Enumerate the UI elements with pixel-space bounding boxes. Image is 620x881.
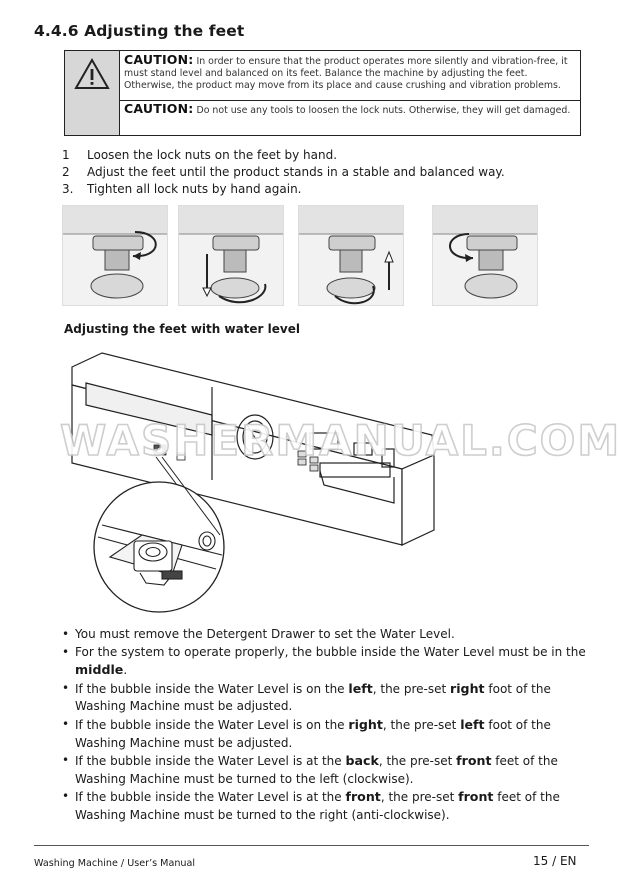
bullet-dot-icon: • xyxy=(62,716,70,731)
bullet-segment: foot of the Washing Machine must be adju… xyxy=(75,717,551,750)
step-item: 1 Loosen the lock nuts on the feet by han… xyxy=(62,147,505,164)
bullet-list: • You must remove the Detergent Drawer to… xyxy=(62,626,594,825)
foot-illustration-4 xyxy=(432,205,538,306)
bullet-text: If the bubble inside the Water Level is … xyxy=(75,716,594,752)
section-title: 4.4.6 Adjusting the feet xyxy=(34,22,245,40)
steps-list: 1 Loosen the lock nuts on the feet by han… xyxy=(62,147,505,198)
step-item: 2 Adjust the feet until the product stand… xyxy=(62,164,505,181)
bullet-segment: , the pre-set xyxy=(378,754,457,769)
caution-2-text: Do not use any tools to loosen the lock … xyxy=(196,105,571,116)
bullet-item: • If the bubble inside the Water Level is… xyxy=(62,752,594,788)
bullet-segment: If the bubble inside the Water Level is … xyxy=(75,790,346,805)
page-number: 15 / EN xyxy=(533,854,577,868)
bullet-segment: . xyxy=(123,663,128,678)
bullet-item: • You must remove the Detergent Drawer to… xyxy=(62,626,594,644)
footer-left: Washing Machine / User’s Manual xyxy=(34,858,196,869)
bullet-segment: , the pre-set xyxy=(380,790,459,805)
bullet-item: • If the bubble inside the Water Level is… xyxy=(62,680,594,716)
step-number: 1 xyxy=(62,148,70,162)
bullet-segment: , the pre-set xyxy=(382,717,461,732)
bullet-emphasis: left xyxy=(348,680,373,696)
caution-box: CAUTION: In order to ensure that the pro… xyxy=(64,50,581,136)
bullet-dot-icon: • xyxy=(62,680,70,695)
bullet-dot-icon: • xyxy=(62,753,70,768)
step-text: Tighten all lock nuts by hand again. xyxy=(87,182,302,196)
bullet-emphasis: front xyxy=(458,789,494,805)
bullet-text: If the bubble inside the Water Level is … xyxy=(75,788,594,824)
bullet-emphasis: right xyxy=(348,716,383,732)
foot-illustration-2 xyxy=(178,205,284,306)
bullet-segment: If the bubble inside the Water Level is … xyxy=(75,754,346,769)
bullet-emphasis: front xyxy=(456,753,492,769)
bullet-segment: foot of the Washing Machine must be adju… xyxy=(75,681,551,714)
foot-illustration-1 xyxy=(62,205,168,306)
bullet-emphasis: right xyxy=(450,680,485,696)
bullet-segment: You must remove the Detergent Drawer to … xyxy=(75,627,455,641)
bullet-dot-icon: • xyxy=(62,644,70,659)
subheading: Adjusting the feet with water level xyxy=(64,322,300,336)
bullet-text: You must remove the Detergent Drawer to … xyxy=(75,626,455,644)
bullet-segment: If the bubble inside the Water Level is … xyxy=(75,717,349,732)
bullet-segment: For the system to operate properly, the … xyxy=(75,644,586,659)
caution-divider xyxy=(119,100,580,101)
caution-1-keyword: CAUTION: xyxy=(124,52,194,67)
control-panel-illustration xyxy=(62,345,562,615)
caution-icon-column xyxy=(65,51,120,135)
bullet-emphasis: back xyxy=(345,753,379,769)
bullet-segment: If the bubble inside the Water Level is … xyxy=(75,681,349,696)
bullet-text: If the bubble inside the Water Level is … xyxy=(75,752,594,788)
bullet-item: • If the bubble inside the Water Level is… xyxy=(62,788,594,824)
caution-1: CAUTION: In order to ensure that the pro… xyxy=(124,52,574,92)
bullet-emphasis: left xyxy=(460,716,485,732)
bullet-segment: , the pre-set xyxy=(372,681,451,696)
bullet-emphasis: front xyxy=(345,789,381,805)
caution-1-text: In order to ensure that the product oper… xyxy=(124,56,568,91)
step-text: Loosen the lock nuts on the feet by hand… xyxy=(87,148,338,162)
step-text: Adjust the feet until the product stands… xyxy=(87,165,505,179)
bullet-text: For the system to operate properly, the … xyxy=(75,644,594,680)
watermark: WASHERMANUAL.COM xyxy=(59,415,620,466)
step-item: 3. Tighten all lock nuts by hand again. xyxy=(62,181,505,198)
caution-2: CAUTION: Do not use any tools to loosen … xyxy=(124,101,574,117)
footer-divider xyxy=(34,845,589,846)
caution-2-keyword: CAUTION: xyxy=(124,101,194,116)
step-number: 2 xyxy=(62,165,70,179)
bullet-dot-icon: • xyxy=(62,789,70,804)
bullet-text: If the bubble inside the Water Level is … xyxy=(75,680,594,716)
bullet-segment: feet of the Washing Machine must be turn… xyxy=(75,754,558,786)
bullet-dot-icon: • xyxy=(62,627,70,641)
bullet-segment: feet of the Washing Machine must be turn… xyxy=(75,790,560,822)
warning-triangle-icon xyxy=(74,57,110,89)
step-number: 3. xyxy=(62,182,74,196)
bullet-item: • If the bubble inside the Water Level is… xyxy=(62,716,594,752)
bullet-item: • For the system to operate properly, the… xyxy=(62,644,594,680)
foot-illustration-3 xyxy=(298,205,404,306)
bullet-emphasis: middle xyxy=(75,662,124,678)
